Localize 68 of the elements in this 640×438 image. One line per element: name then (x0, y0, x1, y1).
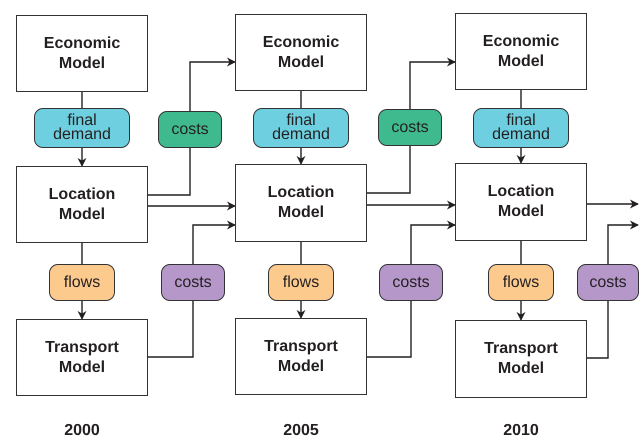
node-text: flows (282, 276, 320, 290)
node-text: final demand (52, 114, 112, 142)
node-text: Location Model (486, 182, 556, 222)
model-box (235, 318, 367, 395)
arrow (587, 200, 639, 208)
year-label: 2000 (63, 422, 101, 438)
node-text: Economic Model (262, 32, 340, 72)
connector-line (520, 241, 522, 264)
node-text: Location Model (48, 184, 116, 224)
arrow (78, 148, 86, 167)
arrow (607, 220, 639, 264)
connector-line (300, 91, 302, 108)
connector-line (367, 301, 412, 358)
node-text: flows (502, 276, 540, 290)
model-box (455, 163, 587, 241)
arrow (367, 200, 456, 210)
node-text: Transport Model (263, 336, 339, 376)
arrow (409, 58, 456, 109)
connector-line (148, 148, 191, 196)
node-text: Economic Model (42, 34, 122, 74)
year-label: 2005 (282, 422, 320, 438)
flow-label-tag (268, 264, 334, 301)
node-text: costs (174, 276, 212, 290)
connector-line (81, 243, 83, 264)
arrow (78, 301, 86, 320)
connector-line (81, 92, 83, 108)
node-text: costs (392, 276, 430, 290)
node-text: flows (64, 276, 100, 290)
flow-label-tag (577, 264, 639, 301)
node-text: Transport Model (44, 338, 120, 378)
node-text: costs (171, 122, 209, 136)
arrow (296, 301, 306, 319)
flow-label-tag (473, 108, 569, 148)
model-box (455, 320, 587, 398)
node-text: Transport Model (483, 339, 559, 379)
arrow (516, 148, 526, 164)
model-box (235, 14, 367, 91)
node-text: final demand (491, 114, 551, 142)
model-box (455, 13, 587, 90)
flow-label-tag (158, 111, 222, 148)
flow-label-tag (379, 264, 443, 301)
node-text: Economic Model (482, 32, 560, 72)
connector-line (367, 146, 411, 194)
flow-label-tag (253, 108, 349, 148)
arrow (189, 58, 236, 111)
connector-line (300, 242, 302, 264)
flow-label-tag (161, 264, 225, 301)
arrow (516, 301, 526, 321)
model-box (16, 319, 148, 396)
flow-label-tag (488, 264, 554, 301)
node-text: final demand (271, 114, 331, 142)
year-label: 2010 (502, 422, 540, 438)
arrow (148, 202, 236, 210)
model-box (235, 164, 367, 242)
connector-line (148, 301, 194, 358)
node-text: Location Model (266, 183, 336, 223)
flow-label-tag (34, 108, 130, 148)
model-box (16, 166, 148, 243)
connector-line (587, 301, 609, 359)
node-text: costs (391, 120, 429, 134)
arrow (410, 220, 456, 264)
node-text: costs (589, 276, 627, 290)
connector-line (520, 90, 522, 108)
model-box (16, 15, 148, 92)
flow-label-tag (49, 264, 115, 301)
arrow (296, 148, 306, 165)
flow-label-tag (378, 109, 442, 146)
arrow (192, 220, 236, 264)
